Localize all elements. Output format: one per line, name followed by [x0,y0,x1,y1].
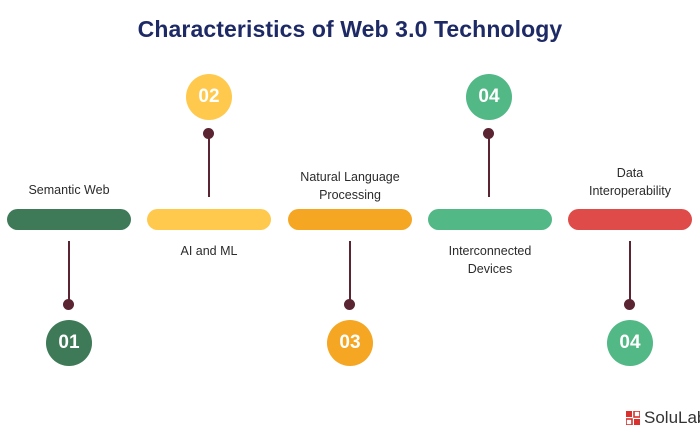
step-4-label: Interconnected Devices [448,244,532,276]
step-4-number-badge: 04 [466,74,512,120]
step-2-connector [208,135,210,197]
step-5-dot [624,299,635,310]
solulab-logo-icon [626,411,640,425]
timeline-bar-5 [568,209,692,230]
timeline-bar-1 [7,209,131,230]
logo-text: SoluLab [644,408,700,427]
timeline-bar-3 [288,209,412,230]
step-1-number-badge: 01 [46,320,92,366]
diagram-title: Characteristics of Web 3.0 Technology [137,16,563,42]
step-2-label: AI and ML [180,244,238,258]
timeline-bar-2 [147,209,271,230]
step-3-dot [344,299,355,310]
step-3-number-badge: 03 [327,320,373,366]
step-1-connector [68,241,70,301]
step-1-dot [63,299,74,310]
step-5-number-badge: 04 [607,320,653,366]
step-4-connector [488,135,490,197]
step-2-dot [203,128,214,139]
step-5-connector [629,241,631,301]
solulab-logo: SoluLab [626,408,700,428]
step-3-connector [349,241,351,301]
step-1-label: Semantic Web [28,183,110,197]
step-2-number-badge: 02 [186,74,232,120]
step-5-label: Data Interoperability [589,166,671,198]
step-4-dot [483,128,494,139]
timeline-bar-4 [428,209,552,230]
step-3-label: Natural Language Processing [300,170,400,202]
